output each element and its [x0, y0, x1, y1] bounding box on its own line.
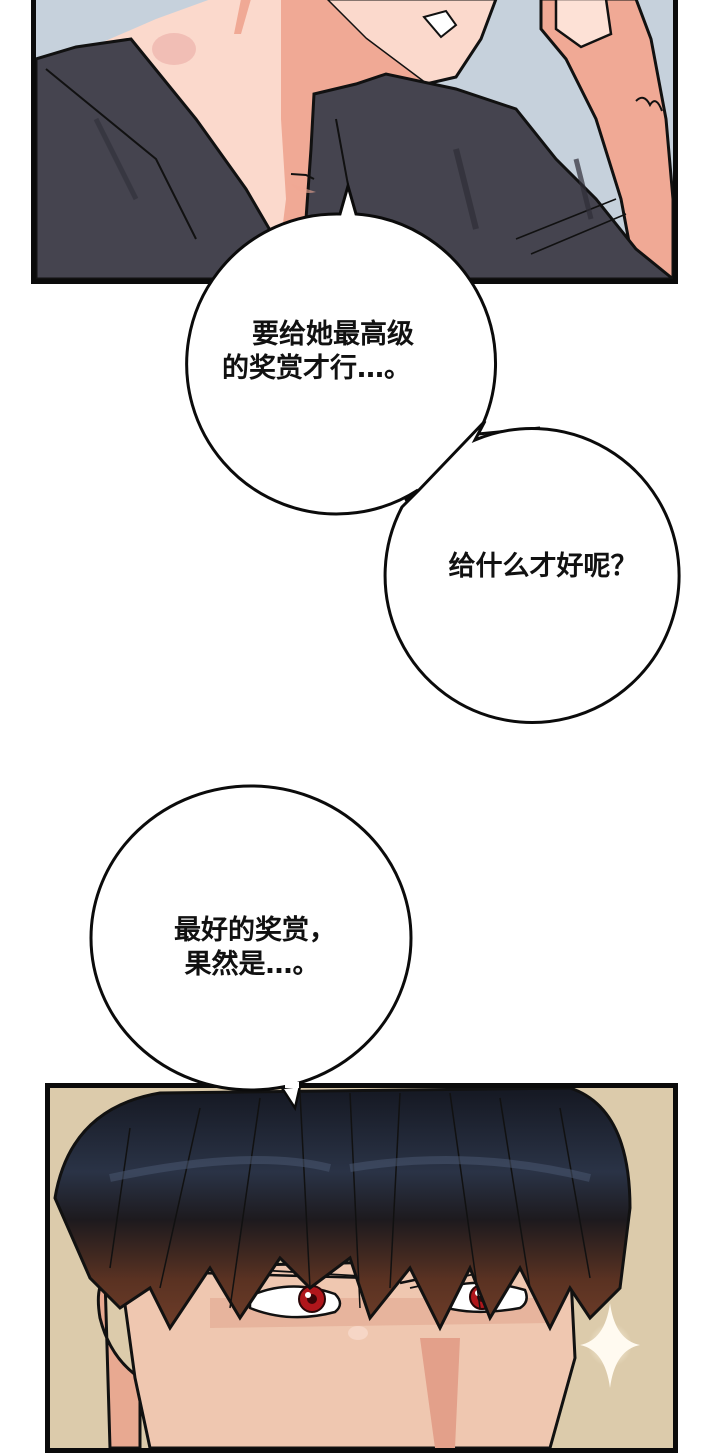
sparkle-icon [580, 1303, 640, 1388]
panel-1-artwork [36, 0, 673, 279]
speech-line: 果然是…。 [184, 949, 320, 980]
speech-bubble-2-text: 给什么才好呢？ [420, 550, 666, 584]
speech-bubble-1-text: 要给她最高级 的奖赏才行…。 [222, 318, 452, 386]
comic-panel-neck-shoulder [31, 0, 678, 284]
panel-2-artwork [50, 1088, 673, 1448]
speech-line: 给什么才好呢？ [448, 551, 638, 582]
comic-panel-face-closeup [45, 1083, 678, 1453]
speech-line: 的奖赏才行…。 [222, 353, 411, 384]
speech-line: 最好的奖赏， [174, 915, 336, 946]
speech-bubble-3-text: 最好的奖赏， 果然是…。 [140, 914, 370, 982]
speech-line: 要给她最高级 [252, 319, 414, 350]
